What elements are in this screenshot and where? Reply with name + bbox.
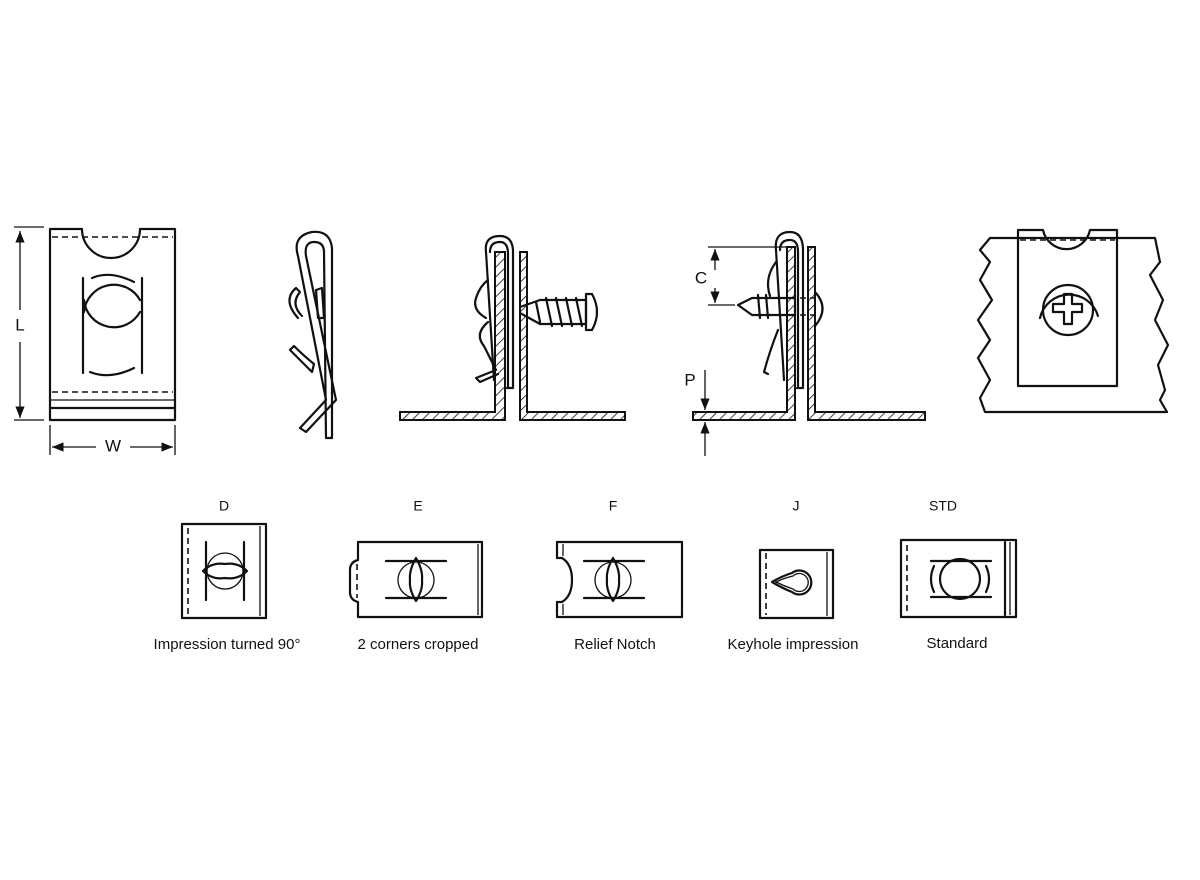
variant-j: J Keyhole impression [728, 498, 859, 653]
variant-caption-j: Keyhole impression [728, 636, 859, 653]
side-view-clip [288, 230, 338, 440]
variant-std: STD Standard [899, 498, 1018, 652]
variant-caption-std: Standard [927, 635, 988, 652]
variant-caption-d: Impression turned 90° [154, 636, 301, 653]
front-view-clip: L W [14, 226, 177, 455]
rear-view-panel [976, 228, 1170, 414]
variant-code-f: F [609, 498, 618, 514]
dimension-label-c: C [695, 268, 707, 287]
variant-caption-e: 2 corners cropped [358, 636, 479, 653]
installed-view [399, 234, 626, 421]
clearance-view: C P [684, 230, 926, 456]
variant-code-std: STD [929, 498, 957, 514]
variant-code-j: J [793, 498, 800, 514]
variant-d: D Impression turned 90° [154, 498, 301, 653]
variant-caption-f: Relief Notch [574, 636, 656, 653]
variant-f: F Relief Notch [555, 498, 684, 653]
dimension-label-w: W [105, 436, 121, 455]
dimension-label-l: L [15, 315, 24, 334]
variant-code-e: E [413, 498, 422, 514]
dimension-label-p: P [684, 370, 695, 389]
variant-code-d: D [219, 498, 229, 514]
variant-e: E 2 corners cropped [348, 498, 484, 653]
